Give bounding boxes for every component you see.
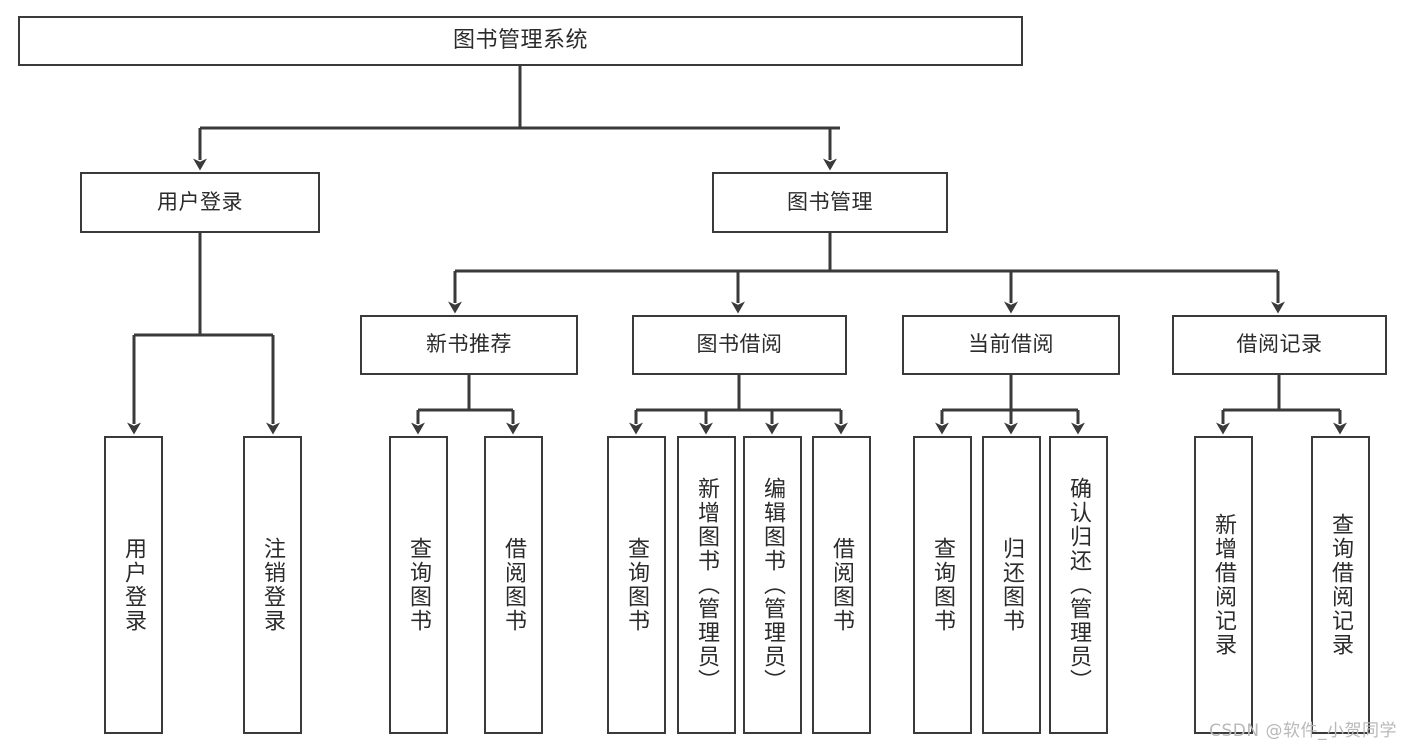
node-leaf-borrow-book-2[interactable]: 借阅图书 — [812, 436, 871, 734]
node-book-manage-label: 图书管理 — [787, 189, 873, 214]
node-leaf-confirm-return[interactable]: 确认归还（管理员） — [1049, 436, 1108, 734]
node-leaf-borrow-book-1[interactable]: 借阅图书 — [484, 436, 543, 734]
node-leaf-query-book-3[interactable]: 查询图书 — [913, 436, 972, 734]
node-root[interactable]: 图书管理系统 — [18, 16, 1023, 66]
node-new-book-rec[interactable]: 新书推荐 — [360, 315, 578, 375]
csdn-watermark: CSDN @软件_小贺同学 — [1209, 721, 1397, 741]
node-user-login-label: 用户登录 — [157, 189, 243, 214]
node-current-borrow-label: 当前借阅 — [968, 332, 1054, 357]
node-book-manage[interactable]: 图书管理 — [712, 172, 948, 233]
node-leaf-add-record-label: 新增借阅记录 — [1211, 513, 1237, 657]
node-leaf-logout[interactable]: 注销登录 — [243, 436, 302, 734]
node-leaf-add-record[interactable]: 新增借阅记录 — [1194, 436, 1253, 734]
node-leaf-query-book-1[interactable]: 查询图书 — [389, 436, 448, 734]
node-leaf-query-book-2[interactable]: 查询图书 — [607, 436, 666, 734]
node-leaf-return-book-label: 归还图书 — [999, 537, 1025, 633]
node-leaf-logout-label: 注销登录 — [260, 537, 286, 633]
node-borrow-record-label: 借阅记录 — [1236, 332, 1323, 357]
node-borrow-record[interactable]: 借阅记录 — [1172, 315, 1387, 375]
node-leaf-return-book[interactable]: 归还图书 — [982, 436, 1041, 734]
node-book-borrow[interactable]: 图书借阅 — [632, 315, 847, 375]
node-leaf-query-book-3-label: 查询图书 — [930, 537, 956, 633]
node-leaf-user-login[interactable]: 用户登录 — [104, 436, 163, 734]
node-leaf-query-record-label: 查询借阅记录 — [1328, 513, 1354, 657]
node-current-borrow[interactable]: 当前借阅 — [902, 315, 1120, 375]
node-leaf-query-record[interactable]: 查询借阅记录 — [1311, 436, 1370, 734]
node-leaf-borrow-book-1-label: 借阅图书 — [501, 537, 527, 633]
node-leaf-user-login-label: 用户登录 — [121, 537, 147, 633]
node-leaf-query-book-1-label: 查询图书 — [406, 537, 432, 633]
node-leaf-borrow-book-2-label: 借阅图书 — [829, 537, 855, 633]
node-leaf-edit-book[interactable]: 编辑图书（管理员） — [743, 436, 802, 734]
node-leaf-edit-book-label: 编辑图书（管理员） — [760, 477, 786, 693]
node-new-book-rec-label: 新书推荐 — [426, 332, 512, 357]
node-book-borrow-label: 图书借阅 — [696, 332, 783, 357]
node-leaf-query-book-2-label: 查询图书 — [624, 537, 650, 633]
node-user-login[interactable]: 用户登录 — [80, 172, 320, 233]
node-root-label: 图书管理系统 — [452, 27, 588, 53]
node-leaf-add-book-label: 新增图书（管理员） — [694, 477, 720, 693]
node-leaf-add-book[interactable]: 新增图书（管理员） — [677, 436, 736, 734]
node-leaf-confirm-return-label: 确认归还（管理员） — [1066, 477, 1092, 693]
